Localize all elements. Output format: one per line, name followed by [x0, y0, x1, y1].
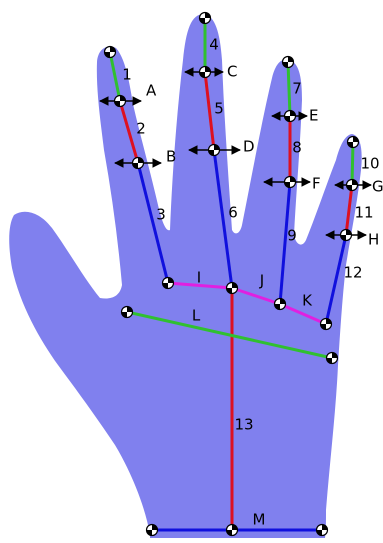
- width-h-label: H: [368, 231, 379, 249]
- landmark-target-t2: [200, 13, 211, 24]
- landmark-target-k1: [275, 299, 286, 310]
- landmark-target-center: [227, 283, 238, 294]
- seg-7-line: [288, 62, 290, 116]
- landmark-target-t4: [348, 137, 359, 148]
- landmark-target-i1: [163, 278, 174, 289]
- landmark-target-t3: [283, 57, 294, 68]
- width-a-label: A: [146, 82, 157, 100]
- seg-k-label: K: [302, 292, 313, 310]
- landmark-target-g: [347, 180, 358, 191]
- seg-j-label: J: [259, 272, 264, 290]
- landmark-target-t1: [105, 47, 116, 58]
- seg-2-label: 2: [136, 120, 146, 138]
- width-d-label: D: [243, 138, 255, 156]
- landmark-target-h: [341, 230, 352, 241]
- seg-8-label: 8: [292, 139, 302, 157]
- seg-i-label: I: [197, 269, 201, 287]
- landmark-target-k2: [321, 319, 332, 330]
- landmark-target-b: [133, 158, 144, 169]
- width-f-label: F: [312, 175, 321, 193]
- seg-11-label: 11: [354, 204, 373, 222]
- landmark-target-m2: [227, 525, 238, 536]
- seg-9-label: 9: [287, 227, 297, 245]
- seg-6-label: 6: [228, 204, 238, 222]
- landmark-target-l2: [327, 353, 338, 364]
- seg-10-label: 10: [360, 155, 379, 173]
- seg-l-label: L: [192, 307, 201, 325]
- landmark-target-f: [285, 177, 296, 188]
- seg-12-label: 12: [343, 264, 362, 282]
- width-e-label: E: [309, 107, 318, 125]
- landmark-target-c: [200, 67, 211, 78]
- landmark-target-a: [115, 96, 126, 107]
- width-c-label: C: [227, 63, 237, 81]
- landmark-target-d: [209, 145, 220, 156]
- landmark-target-m3: [317, 525, 328, 536]
- seg-1-label: 1: [122, 66, 132, 84]
- seg-3-label: 3: [156, 206, 166, 224]
- seg-5-label: 5: [214, 100, 224, 118]
- landmark-target-l1: [122, 307, 133, 318]
- landmark-target-e: [285, 111, 296, 122]
- hand-silhouette: [9, 14, 361, 538]
- width-b-label: B: [166, 148, 176, 166]
- landmark-target-m1: [147, 525, 158, 536]
- seg-13-label: 13: [234, 416, 253, 434]
- seg-m-label: M: [253, 511, 266, 529]
- seg-10-line: [352, 142, 353, 185]
- width-g-label: G: [372, 178, 383, 196]
- seg-7-label: 7: [292, 80, 302, 98]
- seg-4-label: 4: [209, 36, 219, 54]
